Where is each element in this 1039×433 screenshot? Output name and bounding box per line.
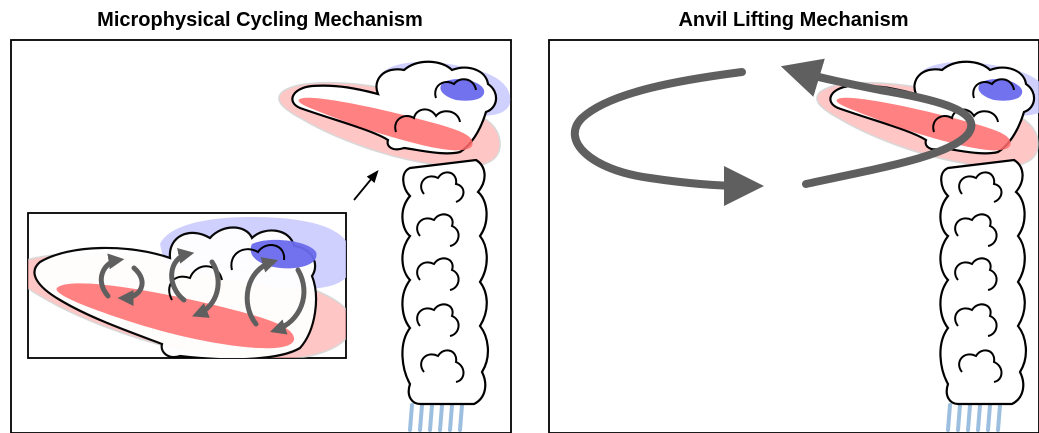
inset-zoom bbox=[14, 213, 353, 361]
